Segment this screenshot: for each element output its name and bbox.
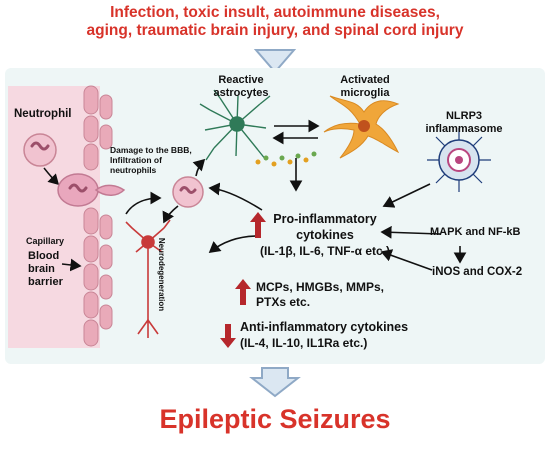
capillary-pointer [61, 258, 82, 272]
nlrp3-label-2: inflammasome [425, 123, 503, 135]
mapk-label: MAPK and NF-kB [430, 226, 521, 238]
top-down-arrow-icon [253, 49, 297, 74]
bbb-damage-label-3: neutrophils [110, 165, 157, 175]
header-line-1: Infection, toxic insult, autoimmune dise… [110, 4, 440, 21]
reactive-astrocytes-label-1: Reactive [218, 74, 264, 86]
nlrp3-label-1: NLRP3 [445, 110, 483, 122]
diagram-panel [5, 68, 545, 364]
cytokine-dots [255, 151, 317, 167]
bbb-label-2: brain [28, 263, 55, 275]
anti-inflammatory-label-1: Anti-inflammatory cytokines [240, 320, 409, 334]
inos-label: iNOS and COX-2 [432, 266, 523, 278]
neutrophil-arrow [43, 167, 60, 186]
microglia-cell [323, 95, 400, 159]
neutrophil-cell [23, 133, 57, 167]
up-arrow-mcps-icon [235, 279, 251, 305]
bbb-damage-label-2: Infiltration of [110, 155, 162, 165]
astrocyte-cell [199, 89, 271, 161]
neuron-cell [125, 219, 171, 338]
escaped-neutrophil [172, 176, 204, 208]
bbb-label-1: Blood [28, 250, 60, 262]
neutrophil-to-astrocyte-arrow [192, 158, 206, 177]
down-arrow-anti-icon [220, 324, 236, 348]
nlrp3-inflammasome-icon [427, 128, 491, 192]
epileptic-seizures-title: Epileptic Seizures [159, 404, 391, 434]
anti-inflammatory-label-2: (IL-4, IL-10, IL1Ra etc.) [240, 336, 368, 350]
bbb-damage-label-1: Damage to the BBB, [110, 145, 192, 155]
neurodegeneration-label: Neurodegeneration [157, 237, 167, 312]
nlrp3-to-cytokines-arrow [382, 183, 431, 208]
pro-inflammatory-label-1: Pro-inflammatory [273, 212, 377, 226]
endothelial-cells [83, 85, 113, 347]
bbb-label-3: barrier [28, 276, 63, 288]
pro-inflammatory-label-3: (IL-1β, IL-6, TNF-α etc.) [259, 244, 391, 258]
reactive-astrocytes-label-2: astrocytes [213, 87, 269, 99]
activated-microglia-label-1: Activated [340, 74, 390, 86]
up-arrow-pro-icon [250, 212, 266, 238]
bbb-curve-arrow [125, 191, 162, 215]
inos-to-cytokines-arrow [380, 249, 433, 271]
mcps-label-1: MCPs, HMGBs, MMPs, [256, 280, 385, 294]
transmigrating-neutrophil [57, 173, 126, 207]
mcps-label-2: PTXs etc. [256, 295, 311, 309]
cytokines-to-neutrophil-arrow [208, 182, 263, 211]
neutrophil-to-neuron-arrow [162, 205, 179, 224]
pro-inflammatory-label-2: cytokines [296, 228, 354, 242]
cytokines-to-neuron-arrow [208, 235, 259, 253]
neutrophil-label: Neutrophil [14, 108, 72, 120]
header-line-2: aging, traumatic brain injury, and spina… [86, 22, 464, 39]
activated-microglia-label-2: microglia [340, 87, 390, 99]
bottom-down-arrow-icon [249, 367, 301, 398]
capillary-label: Capillary [26, 236, 65, 246]
mapk-to-cytokines-arrow [380, 225, 441, 239]
